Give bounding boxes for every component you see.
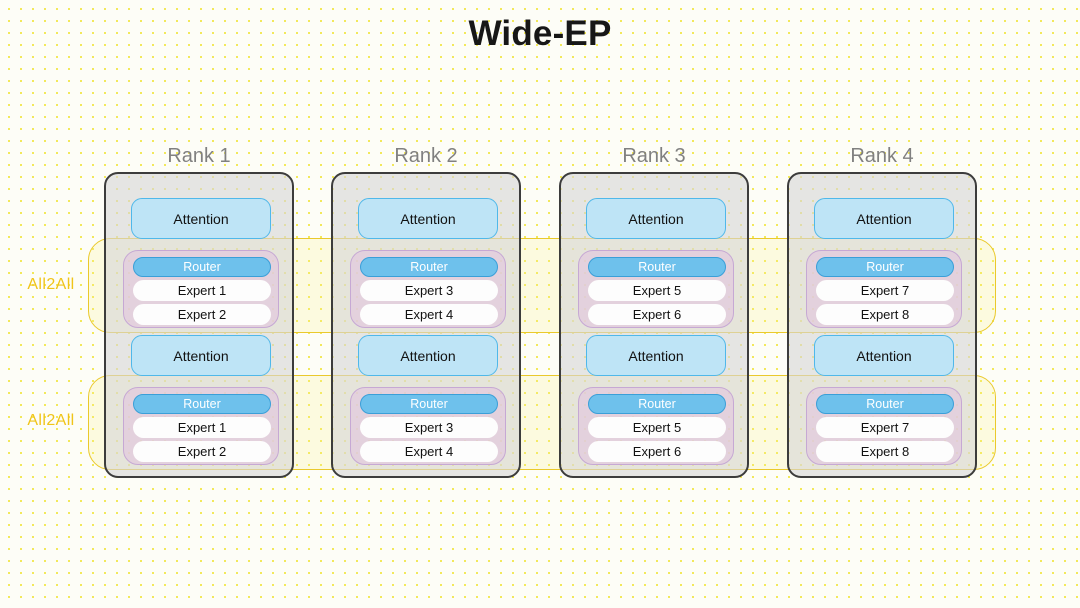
rank-title-4: Rank 4: [850, 145, 914, 167]
rank-column-1: Rank 1 Attention Router Expert 1 Expert …: [104, 145, 294, 478]
router-block: Router: [133, 394, 271, 414]
rank-container-4: Attention Router Expert 7 Expert 8 Atten…: [787, 172, 977, 478]
expert-block: Expert 6: [588, 304, 726, 325]
moe-block: Router Expert 3 Expert 4: [350, 250, 506, 328]
router-block: Router: [588, 394, 726, 414]
expert-block: Expert 4: [360, 441, 498, 462]
expert-block: Expert 1: [133, 280, 271, 301]
expert-block: Expert 8: [816, 441, 954, 462]
all2all-label-1: All2All: [27, 276, 75, 293]
router-block: Router: [816, 257, 954, 277]
expert-block: Expert 7: [816, 417, 954, 438]
page-title: Wide-EP: [468, 14, 612, 53]
attention-block: Attention: [586, 335, 726, 376]
rank-column-4: Rank 4 Attention Router Expert 7 Expert …: [787, 145, 977, 478]
moe-block: Router Expert 5 Expert 6: [578, 387, 734, 465]
expert-block: Expert 5: [588, 417, 726, 438]
rank-container-2: Attention Router Expert 3 Expert 4 Atten…: [331, 172, 521, 478]
expert-block: Expert 8: [816, 304, 954, 325]
attention-block: Attention: [358, 198, 498, 239]
rank-container-1: Attention Router Expert 1 Expert 2 Atten…: [104, 172, 294, 478]
moe-block: Router Expert 7 Expert 8: [806, 250, 962, 328]
expert-block: Expert 6: [588, 441, 726, 462]
expert-block: Expert 4: [360, 304, 498, 325]
moe-block: Router Expert 7 Expert 8: [806, 387, 962, 465]
attention-block: Attention: [586, 198, 726, 239]
moe-block: Router Expert 1 Expert 2: [123, 387, 279, 465]
attention-block: Attention: [814, 198, 954, 239]
expert-block: Expert 2: [133, 304, 271, 325]
expert-block: Expert 5: [588, 280, 726, 301]
router-block: Router: [588, 257, 726, 277]
attention-block: Attention: [131, 198, 271, 239]
router-block: Router: [133, 257, 271, 277]
rank-column-3: Rank 3 Attention Router Expert 5 Expert …: [559, 145, 749, 478]
rank-container-3: Attention Router Expert 5 Expert 6 Atten…: [559, 172, 749, 478]
router-block: Router: [816, 394, 954, 414]
expert-block: Expert 1: [133, 417, 271, 438]
expert-block: Expert 2: [133, 441, 271, 462]
moe-block: Router Expert 3 Expert 4: [350, 387, 506, 465]
rank-title-2: Rank 2: [394, 145, 458, 167]
expert-block: Expert 3: [360, 280, 498, 301]
all2all-label-2: All2All: [27, 412, 75, 429]
rank-title-3: Rank 3: [622, 145, 686, 167]
expert-block: Expert 3: [360, 417, 498, 438]
router-block: Router: [360, 257, 498, 277]
rank-column-2: Rank 2 Attention Router Expert 3 Expert …: [331, 145, 521, 478]
rank-title-1: Rank 1: [167, 145, 231, 167]
attention-block: Attention: [131, 335, 271, 376]
router-block: Router: [360, 394, 498, 414]
moe-block: Router Expert 1 Expert 2: [123, 250, 279, 328]
expert-block: Expert 7: [816, 280, 954, 301]
attention-block: Attention: [358, 335, 498, 376]
moe-block: Router Expert 5 Expert 6: [578, 250, 734, 328]
attention-block: Attention: [814, 335, 954, 376]
